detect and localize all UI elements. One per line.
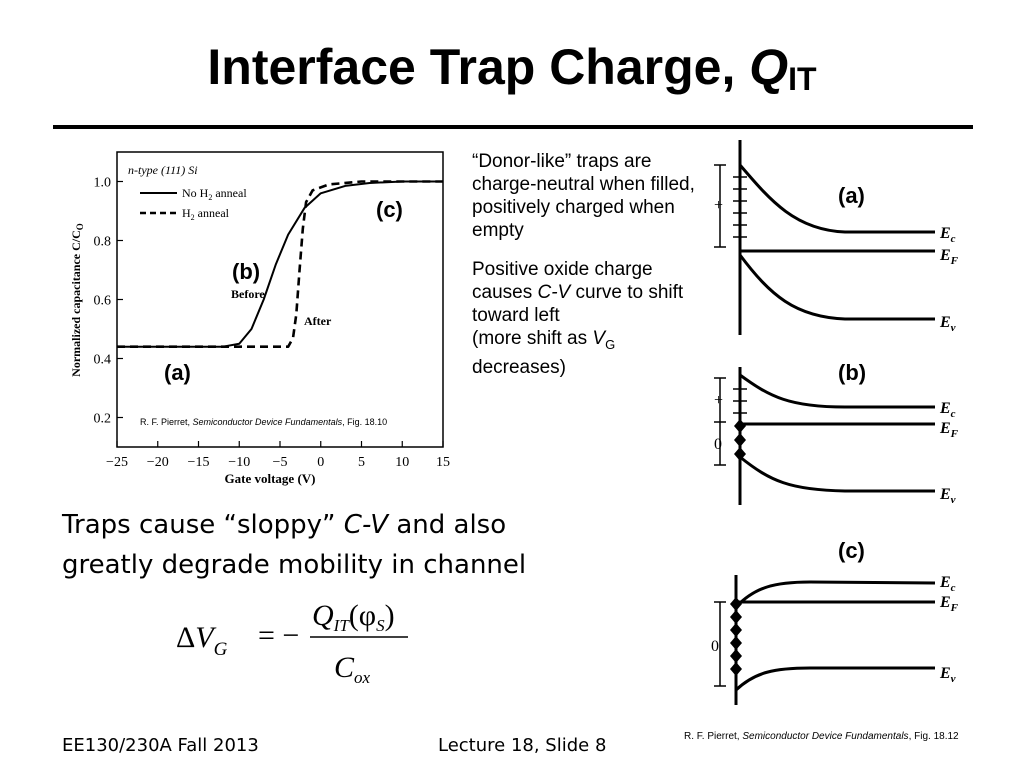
y-tick-label: 0.2 <box>94 412 112 427</box>
band-c-bracket <box>714 601 726 687</box>
band-b-ec-label: Ec <box>939 400 956 420</box>
cv-label-a: (a) <box>164 360 191 385</box>
y-tick-label: 0.6 <box>94 294 112 309</box>
after-label: After <box>304 314 332 328</box>
band-b-filled-traps <box>734 419 746 461</box>
band-diagram-b <box>738 367 935 505</box>
band-diagram-a <box>738 140 935 335</box>
title-text: Interface Trap Charge, <box>207 39 750 95</box>
cv-legend-title: n-type (111) Si <box>128 163 198 177</box>
y-tick-label: 0.8 <box>94 235 112 250</box>
band-c-filled-traps <box>730 597 742 676</box>
band-b-ev <box>739 455 935 493</box>
donor-note: “Donor-like” traps are charge-neutral wh… <box>472 151 695 241</box>
x-tick-label: 0 <box>317 455 324 470</box>
slide-title: Interface Trap Charge, QIT <box>0 38 1024 98</box>
cv-citation: R. F. Pierret, Semiconductor Device Fund… <box>140 417 387 427</box>
band-a-ev-label: Ev <box>939 314 956 334</box>
band-c-ec-label: Ec <box>939 574 956 594</box>
notes-block: “Donor-like” traps are charge-neutral wh… <box>472 150 704 395</box>
band-b-zero: 0 <box>714 436 722 453</box>
positive-note: Positive oxide charge causes C-V curve t… <box>472 259 684 378</box>
legend-h2: H2 anneal <box>182 206 230 222</box>
eq-numerator: QIT(φS) <box>312 599 395 635</box>
band-a-plus: + <box>714 197 723 214</box>
band-label-a: (a) <box>838 183 865 208</box>
band-diagrams: + (a) Ec EF Ev + 0 (b) Ec EF Ev <box>711 140 959 705</box>
band-figure-citation: R. F. Pierret, Semiconductor Device Fund… <box>684 731 959 742</box>
band-b-ec <box>739 373 935 409</box>
traps-statement: Traps cause “sloppy” C-V and also greatl… <box>62 510 527 580</box>
x-tick-label: 5 <box>358 455 365 470</box>
x-tick-label: −20 <box>147 455 169 470</box>
cv-xlabel: Gate voltage (V) <box>225 471 316 486</box>
x-tick-label: −5 <box>273 455 288 470</box>
footer-slide-number: Lecture 18, Slide 8 <box>438 735 607 756</box>
band-diagram-c <box>734 575 936 705</box>
series-no-h2-anneal <box>117 180 443 348</box>
band-b-ef-label: EF <box>939 420 959 440</box>
x-tick-label: −10 <box>228 455 250 470</box>
title-q: Q <box>749 39 789 95</box>
y-tick-label: 1.0 <box>94 176 112 191</box>
before-label: Before <box>231 287 265 301</box>
band-c-ev-label: Ev <box>939 665 956 685</box>
x-tick-label: 15 <box>436 455 450 470</box>
title-rule <box>53 125 973 129</box>
cv-label-c: (c) <box>376 197 403 222</box>
band-a-ec <box>738 164 935 234</box>
band-b-ev-label: Ev <box>939 486 956 506</box>
eq-equals: = − <box>258 619 299 652</box>
series-h2-anneal <box>117 180 443 348</box>
footer-course: EE130/230A Fall 2013 <box>62 735 259 756</box>
cv-ylabel: Normalized capacitance C/CO <box>69 223 85 377</box>
cv-axes: −25 −20 −15 −10 −5 0 5 10 15 0.2 0.4 0.6 0.8 1.0 <box>94 176 451 471</box>
legend-no-h2: No H2 anneal <box>182 186 247 202</box>
x-tick-label: −25 <box>106 455 128 470</box>
band-b-bracket <box>714 377 747 466</box>
band-a-ec-label: Ec <box>939 225 956 245</box>
x-tick-label: 10 <box>395 455 409 470</box>
eq-denominator: Cox <box>334 651 371 687</box>
band-a-ev <box>738 254 935 321</box>
band-c-ef-label: EF <box>939 594 959 614</box>
y-tick-label: 0.4 <box>94 353 112 368</box>
band-a-bracket <box>714 164 747 248</box>
x-tick-label: −15 <box>188 455 210 470</box>
title-sub: IT <box>788 61 817 97</box>
cv-label-b: (b) <box>232 259 260 284</box>
delta-vg-equation: ΔVG = − QIT(φS) Cox <box>176 599 408 687</box>
cv-series <box>117 180 443 348</box>
band-label-b: (b) <box>838 360 866 385</box>
eq-lhs: ΔVG <box>176 621 228 660</box>
band-c-ev <box>734 666 935 692</box>
band-b-plus: + <box>714 392 723 409</box>
band-a-ef-label: EF <box>939 247 959 267</box>
band-label-c: (c) <box>838 538 865 563</box>
cv-chart: −25 −20 −15 −10 −5 0 5 10 15 0.2 0.4 0.6 0.8 1.0 n-ty… <box>69 151 451 486</box>
band-c-zero: 0 <box>711 638 719 655</box>
